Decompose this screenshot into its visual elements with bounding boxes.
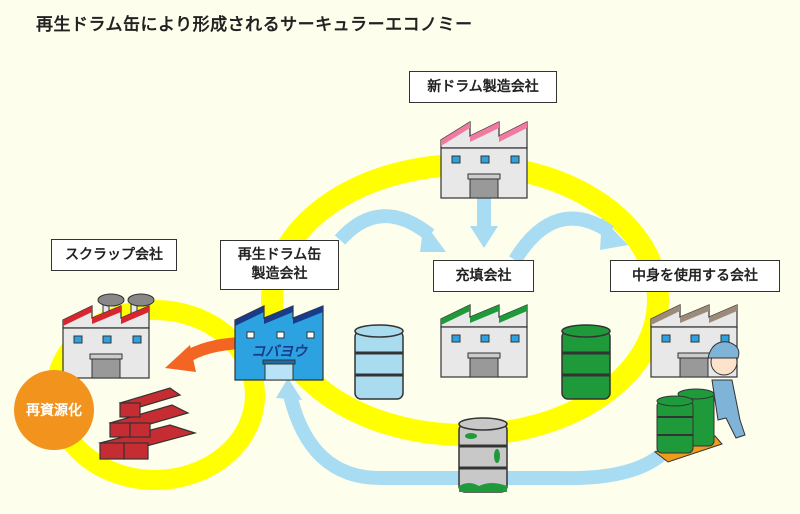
worker-with-hand-truck [653,341,746,463]
brand-logo: コバヨウ [251,344,308,360]
recycling-badge: 再資源化 [14,370,94,450]
label-recycled-drum-maker: 再生ドラム缶 製造会社 [220,240,339,290]
arrowhead-recycled [276,378,302,400]
factory-filling [440,304,528,378]
label-scrap-company: スクラップ会社 [51,239,177,271]
label-line-2: 製造会社 [251,266,308,282]
steel-beams [98,387,198,460]
arrowhead-down [470,226,498,248]
arrow-recycled-to-filling [334,209,435,245]
drum-used [458,417,508,493]
drum-clean [354,324,404,400]
arrowhead-user [600,218,628,250]
label-user-company: 中身を使用する会社 [610,260,780,292]
label-line-1: 再生ドラム缶 [237,247,322,264]
arrowhead-filling [420,222,446,252]
factory-scrap [62,293,155,379]
label-new-drum-maker: 新ドラム製造会社 [409,71,557,103]
drum-full [561,324,611,400]
smoke-icon [97,293,125,307]
page-title: 再生ドラム缶により形成されるサーキュラーエコノミー [36,15,473,35]
label-filling-company: 充填会社 [433,260,534,292]
arrow-filling-to-user [509,211,614,264]
factory-kobayou: コバヨウ [234,305,324,381]
factory-new-drum [440,120,528,199]
arrow-user-to-recycled [283,393,674,486]
factory-user [650,304,738,378]
